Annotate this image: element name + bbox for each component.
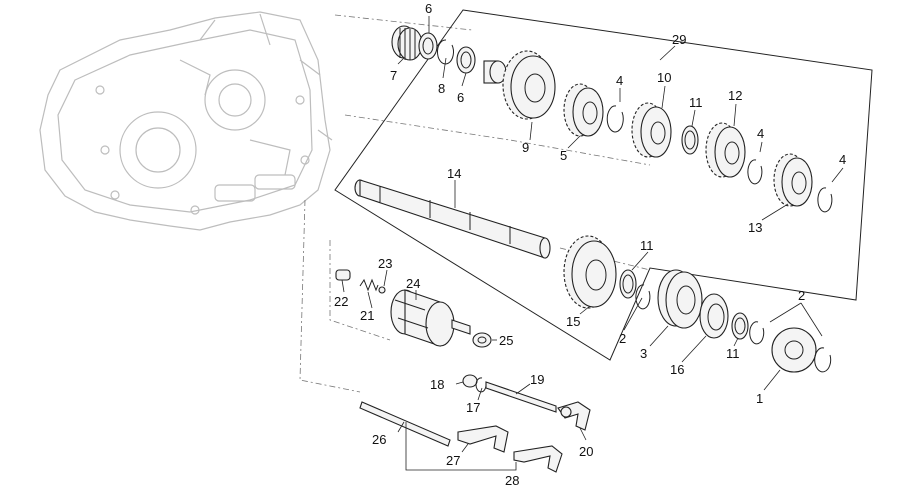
crankcase-housing (39, 11, 333, 231)
gear-9 (502, 50, 556, 120)
washer-11-mid (619, 269, 637, 299)
label-17: 17 (466, 400, 480, 415)
circlip-4-c (817, 187, 833, 213)
label-2b: 2 (798, 288, 805, 303)
spring-21 (359, 278, 379, 292)
circlip-8 (436, 39, 454, 65)
pin-22 (335, 269, 351, 281)
circlip-4-b (747, 159, 763, 185)
fork-shaft-26 (359, 401, 451, 447)
label-23: 23 (378, 256, 392, 271)
needle-bearing-7 (391, 25, 423, 61)
label-8: 8 (438, 81, 445, 96)
bushing (483, 60, 507, 84)
label-18: 18 (430, 377, 444, 392)
washer-18 (462, 374, 478, 388)
gear-15 (563, 235, 617, 309)
circlip-17 (475, 377, 487, 393)
label-3: 3 (640, 346, 647, 361)
label-11c: 11 (726, 346, 740, 361)
label-27: 27 (446, 453, 460, 468)
label-4a: 4 (616, 73, 623, 88)
fork-20 (557, 401, 591, 431)
washer-25 (472, 332, 492, 348)
circlip-2-left (635, 284, 651, 310)
label-6b: 6 (457, 90, 464, 105)
label-2a: 2 (619, 331, 626, 346)
label-28: 28 (505, 473, 519, 488)
label-6a: 6 (425, 1, 432, 16)
gear-12 (705, 122, 746, 178)
label-25: 25 (499, 333, 513, 348)
washer-11-top (681, 125, 699, 155)
label-15: 15 (566, 314, 580, 329)
main-shaft-14 (354, 179, 551, 259)
bearing-3 (657, 269, 703, 329)
label-21: 21 (360, 308, 374, 323)
gear-set-outline (334, 9, 873, 361)
gear-5 (563, 83, 604, 137)
label-12: 12 (728, 88, 742, 103)
washer-6-mid (456, 46, 476, 74)
fork-28 (513, 445, 563, 473)
label-4b: 4 (757, 126, 764, 141)
label-29: 29 (672, 32, 686, 47)
selector-drum-24 (390, 289, 471, 347)
ball-23 (378, 286, 386, 294)
washer-11-low (731, 312, 749, 340)
label-7: 7 (390, 68, 397, 83)
label-22: 22 (334, 294, 348, 309)
sprocket-1 (771, 327, 817, 373)
label-4c: 4 (839, 152, 846, 167)
label-26: 26 (372, 432, 386, 447)
label-11b: 11 (640, 238, 654, 253)
label-10: 10 (657, 70, 671, 85)
washer-6-top (418, 32, 438, 60)
leader-lines (341, 16, 844, 471)
label-19: 19 (530, 372, 544, 387)
circlip-2-right (814, 347, 832, 373)
fork-shaft-19 (485, 381, 557, 413)
gear-10 (631, 102, 672, 158)
label-11a: 11 (689, 95, 703, 110)
label-20: 20 (579, 444, 593, 459)
label-1: 1 (756, 391, 763, 406)
circlip-2-mid (749, 321, 765, 345)
label-9: 9 (522, 140, 529, 155)
label-14: 14 (447, 166, 461, 181)
label-13: 13 (748, 220, 762, 235)
label-16: 16 (670, 362, 684, 377)
label-5: 5 (560, 148, 567, 163)
label-24: 24 (406, 276, 420, 291)
seal-16 (699, 293, 729, 339)
gear-13 (773, 153, 813, 207)
part-number-labels: 6 7 8 6 29 4 10 11 12 4 4 9 5 13 14 15 1… (334, 1, 846, 488)
fork-27 (457, 425, 509, 453)
circlip-4-a (606, 105, 624, 133)
